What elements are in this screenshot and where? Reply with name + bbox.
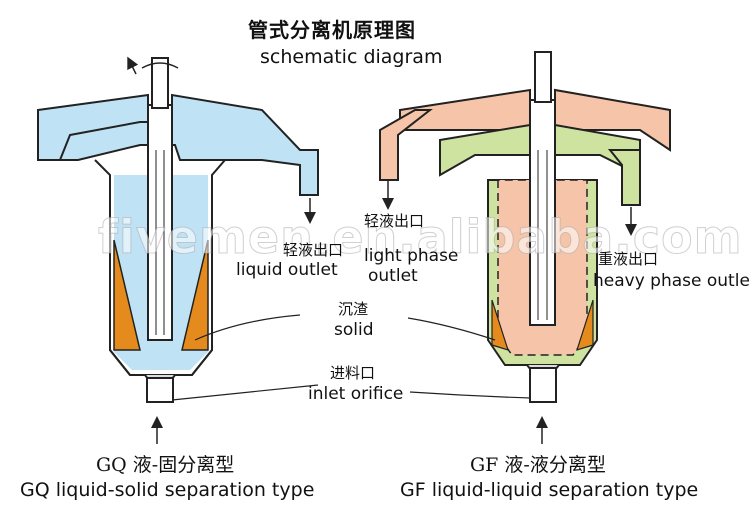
gq-caption-cn: GQ 液-固分离型 [96, 454, 235, 476]
gq-sediment-right [181, 239, 209, 351]
gf-light-phase-en-2: outlet [368, 266, 418, 286]
title-english: schematic diagram [260, 46, 443, 68]
gq-centrifuge [37, 57, 319, 403]
gq-spindle [151, 57, 169, 109]
gf-heavy-phase-cn: 重液出口 [598, 250, 659, 268]
gf-heavy-phase-en: heavy phase outlet [593, 271, 750, 291]
solid-label-en: solid [334, 320, 374, 340]
solid-leader-right [407, 317, 496, 341]
gf-light-phase-en-1: light phase [364, 246, 459, 266]
gf-centrifuge [379, 51, 671, 403]
gq-arm-left [58, 121, 149, 161]
inlet-label-cn: 进料口 [330, 364, 376, 382]
gq-center-tube [147, 104, 173, 341]
gq-caption-en: GQ liquid-solid separation type [20, 479, 315, 501]
solid-leader-left [194, 314, 301, 341]
leader-lines [171, 314, 531, 401]
gf-caption-cn: GF 液-液分离型 [470, 454, 606, 476]
gq-sediment-left [113, 239, 141, 351]
gf-heavy-outlet-pipe [607, 149, 641, 206]
gf-spindle [534, 51, 552, 103]
solid-label-cn: 沉渣 [338, 300, 369, 318]
inlet-leader-right [409, 391, 531, 399]
inlet-label-en: inlet orifice [308, 384, 404, 404]
gq-rotation-arrow [127, 56, 139, 75]
title-chinese: 管式分离机原理图 [248, 18, 416, 42]
gq-liquid-outlet-en: liquid outlet [236, 260, 338, 280]
gf-center-tube [529, 99, 556, 326]
gf-caption-en: GF liquid-liquid separation type [400, 479, 699, 501]
gq-liquid-outlet-cn: 轻液出口 [283, 241, 344, 259]
watermark: fivemen.en.alibaba.com [98, 210, 743, 265]
gf-sediment-right [576, 299, 594, 351]
inlet-leader-left [171, 384, 319, 401]
gf-sediment-left [491, 299, 509, 351]
gf-light-outlet-pipe [379, 109, 433, 181]
gf-light-phase-cn: 轻液出口 [364, 212, 425, 230]
